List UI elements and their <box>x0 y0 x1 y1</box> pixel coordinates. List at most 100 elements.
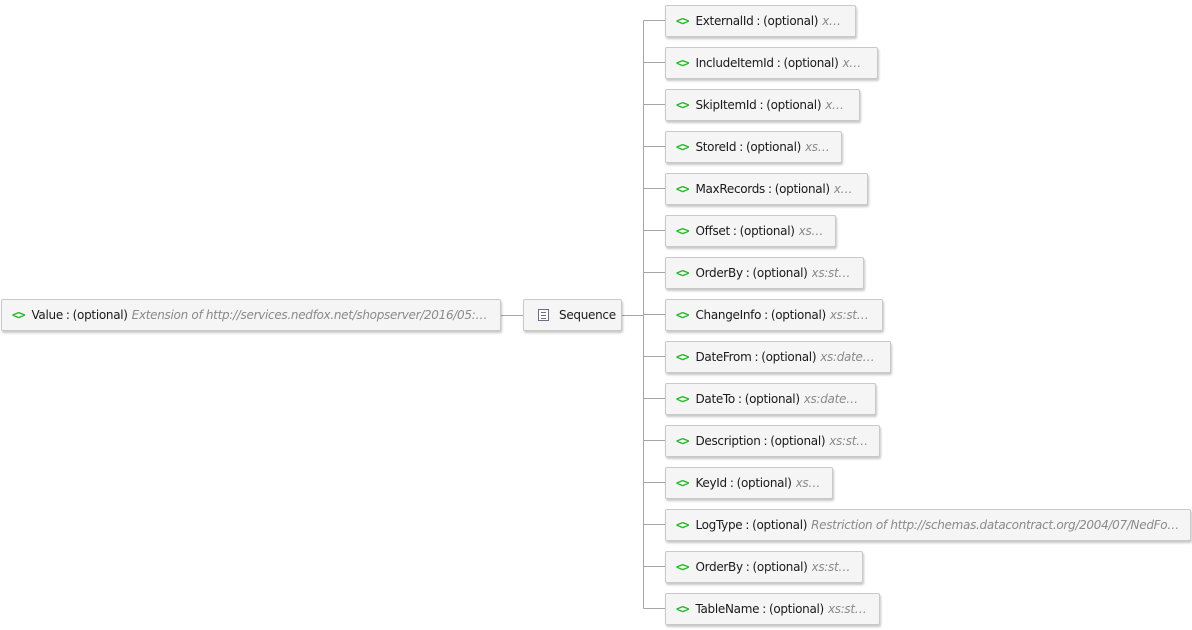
sequence-icon <box>538 309 549 321</box>
sequence-label: Sequence <box>559 308 616 322</box>
element-icon: <> <box>676 392 689 406</box>
element-icon: <> <box>676 518 689 532</box>
child-element-node[interactable]: <> ChangeInfo:(optional)xs:string <box>665 299 883 331</box>
child-element-node[interactable]: <> OrderBy:(optional)xs:string <box>665 551 863 583</box>
sequence-node[interactable]: Sequence <box>523 299 622 331</box>
element-name: IncludeItemId <box>695 56 774 70</box>
element-icon: <> <box>676 182 689 196</box>
element-name: MaxRecords <box>695 182 765 196</box>
element-icon: <> <box>676 266 689 280</box>
element-name: DateFrom <box>695 350 752 364</box>
element-type: xs:int <box>822 14 845 28</box>
element-name: ExternalId <box>695 14 754 28</box>
element-name: LogType <box>695 518 743 532</box>
element-name: SkipItemId <box>695 98 757 112</box>
child-element-node[interactable]: <> IncludeItemId:(optional)xs:int <box>665 47 878 79</box>
element-occurs: (optional) <box>736 476 792 490</box>
element-name: KeyId <box>695 476 727 490</box>
element-occurs: (optional) <box>783 56 839 70</box>
element-separator: : <box>729 476 734 490</box>
element-occurs: (optional) <box>745 140 801 154</box>
element-name: StoreId <box>695 140 737 154</box>
element-type: xs:string <box>829 308 872 322</box>
element-separator: : <box>776 56 781 70</box>
child-element-node[interactable]: <> ExternalId:(optional)xs:int <box>665 5 856 37</box>
element-separator: : <box>764 308 768 322</box>
element-type: xs:string <box>811 560 852 574</box>
element-icon: <> <box>676 98 689 112</box>
root-element-node[interactable]: <> Value : (optional) Extension of http:… <box>1 299 501 331</box>
element-occurs: (optional) <box>72 308 128 322</box>
child-element-node[interactable]: <> SkipItemId:(optional)xs:int <box>665 89 860 121</box>
element-occurs: (optional) <box>744 392 800 406</box>
element-icon: <> <box>676 140 689 154</box>
element-name: OrderBy <box>695 266 743 280</box>
element-type: xs:int <box>804 140 831 154</box>
child-element-node[interactable]: <> StoreId:(optional)xs:int <box>665 131 842 163</box>
element-name: OrderBy <box>695 560 743 574</box>
element-separator: : <box>763 434 768 448</box>
element-icon: <> <box>676 476 689 490</box>
element-icon: <> <box>676 560 689 574</box>
child-element-node[interactable]: <> TableName:(optional)xs:string <box>665 593 880 625</box>
element-icon: <> <box>676 434 689 448</box>
element-separator: : <box>737 392 742 406</box>
element-separator: : <box>754 350 759 364</box>
element-icon: <> <box>676 350 689 364</box>
element-name: TableName <box>695 602 760 616</box>
element-name: Description <box>695 434 761 448</box>
child-element-node[interactable]: <> LogType:(optional)Restriction of http:… <box>665 509 1191 541</box>
element-occurs: (optional) <box>739 224 795 238</box>
element-icon: <> <box>676 308 689 322</box>
element-occurs: (optional) <box>752 266 808 280</box>
element-name: DateTo <box>695 392 735 406</box>
element-type: xs:int <box>833 182 857 196</box>
element-occurs: (optional) <box>752 560 808 574</box>
element-type: xs:string <box>827 602 869 616</box>
element-occurs: (optional) <box>770 434 826 448</box>
element-separator: : <box>739 140 743 154</box>
element-type: xs:int <box>795 476 822 490</box>
element-name: ChangeInfo <box>695 308 762 322</box>
element-occurs: (optional) <box>752 518 808 532</box>
element-occurs: (optional) <box>763 14 819 28</box>
child-element-node[interactable]: <> KeyId:(optional)xs:int <box>665 467 833 499</box>
element-type: xs:int <box>825 98 849 112</box>
element-icon: <> <box>12 308 25 322</box>
child-element-node[interactable]: <> Offset:(optional)xs:int <box>665 215 836 247</box>
child-element-node[interactable]: <> MaxRecords:(optional)xs:int <box>665 173 868 205</box>
element-type: xs:int <box>798 224 825 238</box>
element-icon: <> <box>676 14 689 28</box>
element-separator: : <box>767 182 772 196</box>
element-separator: : <box>756 14 761 28</box>
element-occurs: (optional) <box>774 182 830 196</box>
child-element-node[interactable]: <> Description:(optional)xs:string <box>665 425 880 457</box>
element-separator: : <box>745 518 750 532</box>
element-separator: : <box>745 560 750 574</box>
element-separator: : <box>762 602 766 616</box>
element-occurs: (optional) <box>761 350 817 364</box>
element-type: xs:dateTime <box>803 392 865 406</box>
element-occurs: (optional) <box>768 602 824 616</box>
element-occurs: (optional) <box>766 98 822 112</box>
element-type: xs:string <box>829 434 869 448</box>
child-element-node[interactable]: <> OrderBy:(optional)xs:string <box>665 257 864 289</box>
element-occurs: (optional) <box>770 308 826 322</box>
element-separator: : <box>65 308 70 322</box>
element-separator: : <box>732 224 737 238</box>
element-icon: <> <box>676 56 689 70</box>
element-name: Offset <box>695 224 730 238</box>
element-name: Value <box>31 308 63 322</box>
element-icon: <> <box>676 602 689 616</box>
element-type: xs:string <box>811 266 853 280</box>
child-element-node[interactable]: <> DateTo:(optional)xs:dateTime <box>665 383 876 415</box>
element-separator: : <box>745 266 750 280</box>
element-icon: <> <box>676 224 689 238</box>
child-element-node[interactable]: <> DateFrom:(optional)xs:dateTime <box>665 341 891 373</box>
element-type: Extension of http://services.nedfox.net/… <box>131 308 490 322</box>
element-type: xs:dateTime <box>820 350 880 364</box>
element-type: Restriction of http://schemas.datacontra… <box>811 518 1180 532</box>
element-type: xs:int <box>842 56 867 70</box>
element-separator: : <box>759 98 764 112</box>
